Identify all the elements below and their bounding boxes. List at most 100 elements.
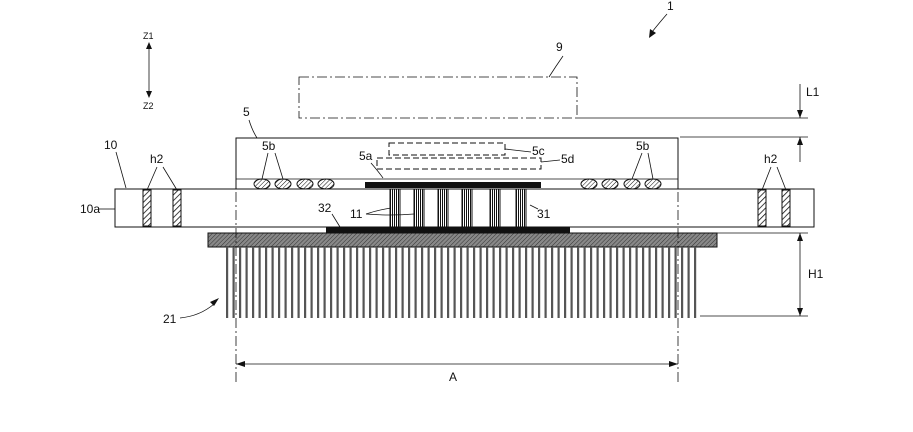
heatsink-fin	[271, 247, 274, 318]
heatsink-fin	[369, 247, 372, 318]
heatsink-fin	[648, 247, 651, 318]
assembly-label: 1	[667, 0, 674, 13]
heatsink-fin	[434, 247, 437, 318]
board-label: 10	[104, 138, 118, 152]
heatsink-fin	[681, 247, 684, 318]
heatsink-21: 21	[163, 232, 718, 326]
part-9-label: 9	[556, 40, 563, 54]
heatsink-fin	[642, 247, 645, 318]
heatsink-fins	[226, 247, 697, 318]
heatsink-fin	[505, 247, 508, 318]
heatsink-fin	[330, 247, 333, 318]
heatsink-fin	[531, 247, 534, 318]
part-9: 9	[298, 40, 578, 119]
heatsink-fin	[388, 247, 391, 318]
heatsink-fin	[252, 247, 255, 318]
part-32-label: 32	[318, 201, 332, 215]
part-5-label: 5	[243, 105, 250, 119]
heatsink-fin	[239, 247, 242, 318]
heatsink-fin	[603, 247, 606, 318]
heatsink-fin	[291, 247, 294, 318]
heatsink-fin	[492, 247, 495, 318]
part-31-label: 31	[537, 207, 551, 221]
heatsink-fin	[655, 247, 658, 318]
heatsink-fin	[473, 247, 476, 318]
heatsink-fin	[453, 247, 456, 318]
axis-z1-label: Z1	[143, 31, 154, 41]
heatsink-fin	[577, 247, 580, 318]
heatsink-fin	[616, 247, 619, 318]
heatsink-fin	[557, 247, 560, 318]
heatsink-label: 21	[163, 312, 177, 326]
heatsink-fin	[375, 247, 378, 318]
pins-label: 11	[350, 207, 363, 221]
part-5d-label: 5d	[561, 152, 574, 166]
heatsink-fin	[349, 247, 352, 318]
part-5a-label: 5a	[359, 149, 373, 163]
heatsink-fin	[323, 247, 326, 318]
heatsink-fin	[538, 247, 541, 318]
heatsink-fin	[362, 247, 365, 318]
board-edge-label: 10a	[80, 202, 100, 216]
heatsink-fin	[317, 247, 320, 318]
heatsink-fin	[486, 247, 489, 318]
heatsink-fin	[687, 247, 690, 318]
heatsink-fin	[310, 247, 313, 318]
part-5b-right-label: 5b	[636, 139, 650, 153]
dim-a-label: A	[449, 370, 457, 384]
heatsink-fin	[232, 247, 235, 318]
heatsink-fin	[447, 247, 450, 318]
heatsink-fin	[674, 247, 677, 318]
heatsink-fin	[343, 247, 346, 318]
heatsink-fin	[466, 247, 469, 318]
heatsink-fin	[395, 247, 398, 318]
heatsink-fin	[609, 247, 612, 318]
heatsink-fin	[694, 247, 697, 318]
heatsink-fin	[479, 247, 482, 318]
heatsink-fin	[564, 247, 567, 318]
hole-left-label: h2	[150, 152, 164, 166]
heatsink-fin	[356, 247, 359, 318]
heatsink-fin	[401, 247, 404, 318]
heatsink-fin	[590, 247, 593, 318]
heatsink-fin	[583, 247, 586, 318]
pins-11: 11	[350, 188, 527, 228]
assembly-callout: 1	[649, 0, 674, 38]
board-10: 10 10a h2 h2	[80, 138, 815, 228]
heatsink-fin	[512, 247, 515, 318]
dimension-h1: H1	[680, 232, 824, 317]
dimension-a: A	[235, 138, 679, 384]
heatsink-fin	[551, 247, 554, 318]
axis-z2-label: Z2	[143, 101, 154, 111]
heatsink-fin	[440, 247, 443, 318]
bumps-5b-right	[580, 178, 662, 190]
heatsink-fin	[265, 247, 268, 318]
heatsink-fin	[336, 247, 339, 318]
dimension-l1: L1	[577, 84, 820, 162]
heatsink-fin	[297, 247, 300, 318]
dim-l1-label: L1	[806, 85, 820, 99]
heatsink-fin	[596, 247, 599, 318]
heatsink-fin	[518, 247, 521, 318]
heatsink-fin	[284, 247, 287, 318]
heatsink-fin	[544, 247, 547, 318]
plates: 31 32	[318, 182, 570, 233]
bumps-5b-left	[253, 178, 335, 190]
heatsink-fin	[414, 247, 417, 318]
part-5c-label: 5c	[532, 144, 545, 158]
heatsink-fin	[258, 247, 261, 318]
heatsink-fin	[570, 247, 573, 318]
heatsink-fin	[525, 247, 528, 318]
heatsink-fin	[382, 247, 385, 318]
heatsink-fin	[622, 247, 625, 318]
heatsink-fin	[245, 247, 248, 318]
part-5b-left-label: 5b	[262, 139, 276, 153]
heatsink-fin	[427, 247, 430, 318]
heatsink-fin	[460, 247, 463, 318]
heatsink-fin	[278, 247, 281, 318]
hole-right-label: h2	[764, 152, 778, 166]
heatsink-fin	[408, 247, 411, 318]
heatsink-fin	[226, 247, 229, 318]
heatsink-fin	[629, 247, 632, 318]
